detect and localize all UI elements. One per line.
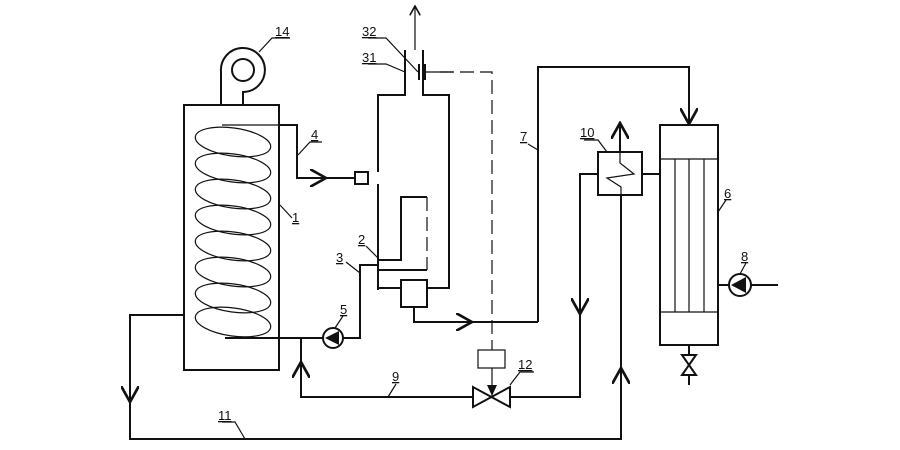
pipe-7 (537, 66, 690, 322)
valve-12 (472, 349, 511, 409)
label-6: 6 (724, 186, 731, 201)
label-32: 32 (362, 24, 376, 39)
label-10: 10 (580, 125, 594, 140)
heat-exchanger-10 (597, 123, 660, 196)
label-11: 11 (218, 408, 232, 423)
label-2: 2 (358, 232, 365, 247)
coil (194, 124, 297, 338)
column-2 (377, 50, 538, 322)
label-3: 3 (336, 250, 343, 265)
separator-box (400, 279, 428, 308)
fan-14 (219, 47, 266, 105)
label-4: 4 (311, 127, 318, 142)
leader-lines (222, 37, 747, 440)
pump-8 (718, 273, 778, 297)
drain-valve (680, 345, 698, 385)
label-1: 1 (292, 210, 299, 225)
valve-actuator (477, 349, 506, 369)
reactor-6 (659, 124, 719, 346)
label-9: 9 (392, 369, 399, 384)
nozzle (354, 171, 369, 185)
label-14: 14 (275, 24, 289, 39)
gas-valve-32 (418, 64, 493, 350)
line-3 (225, 264, 378, 339)
label-31: 31 (362, 50, 376, 65)
label-7: 7 (520, 129, 527, 144)
pump-5 (322, 327, 344, 349)
tank-1 (183, 104, 297, 371)
pipe-9 (300, 338, 473, 398)
pipe-11 (129, 195, 622, 440)
label-5: 5 (340, 302, 347, 317)
label-8: 8 (741, 249, 748, 264)
label-12: 12 (518, 357, 532, 372)
